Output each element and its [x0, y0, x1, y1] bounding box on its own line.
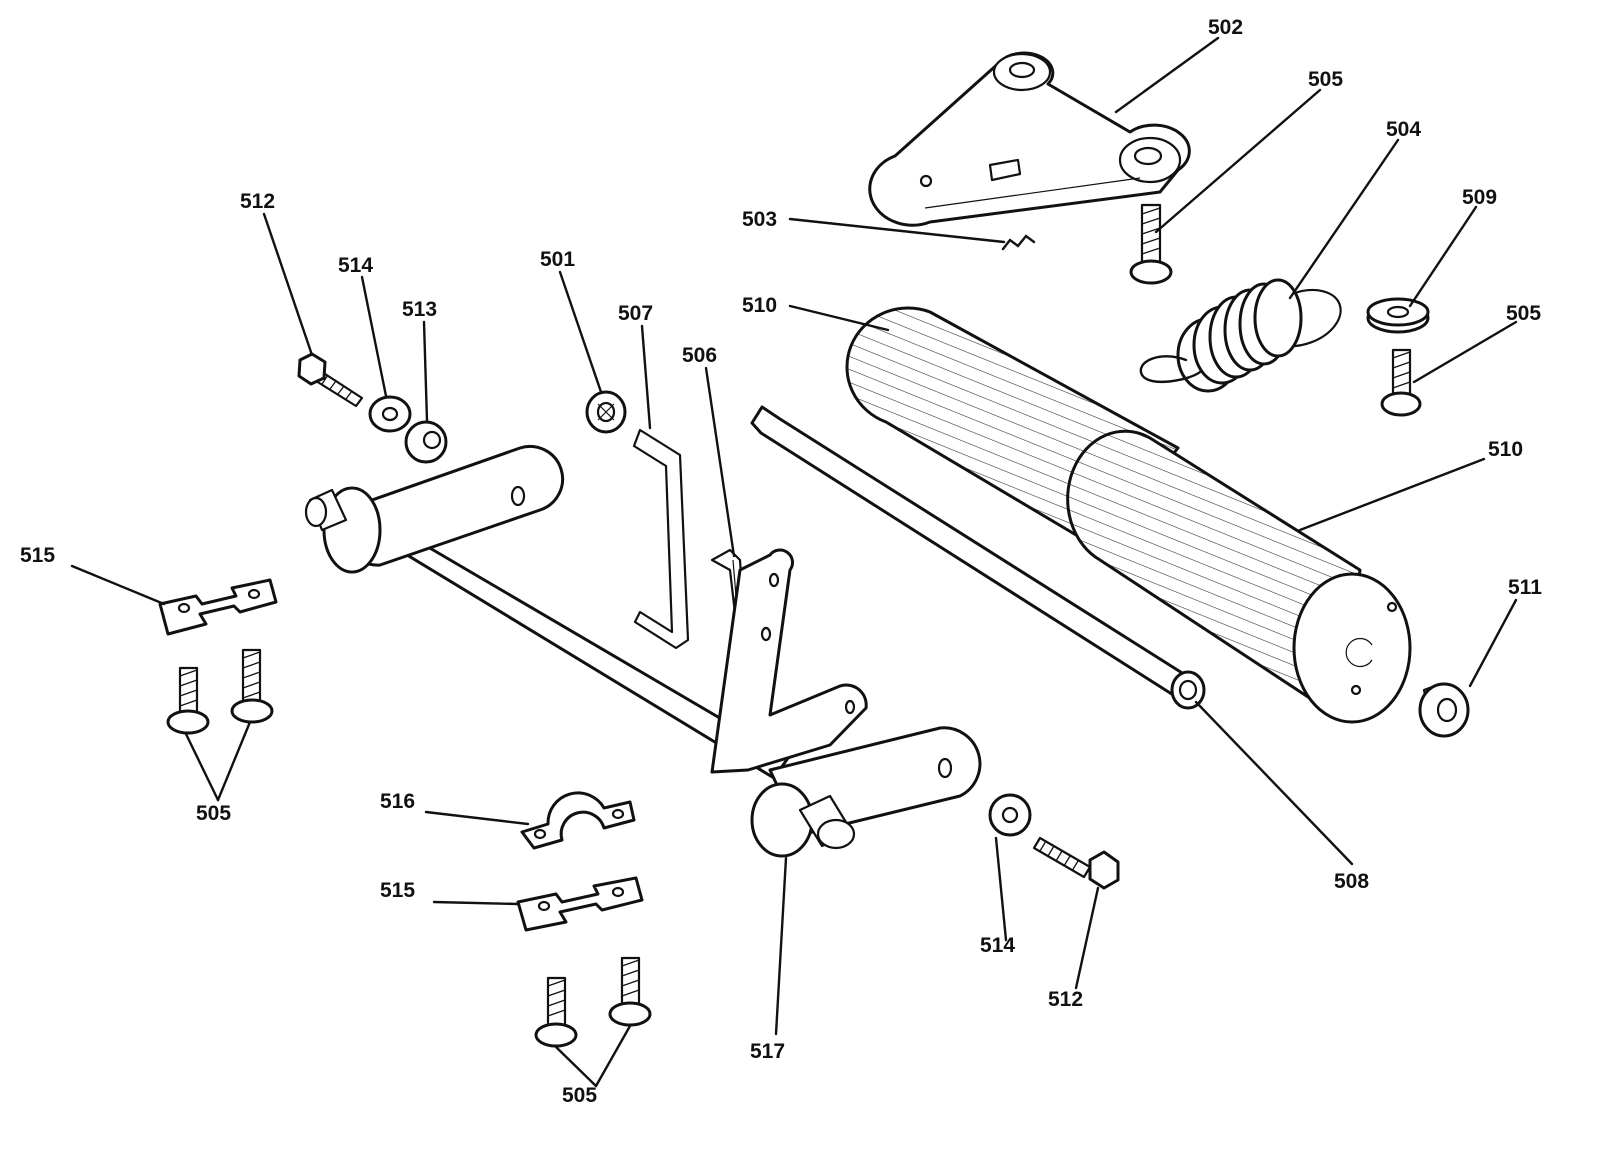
washer-509: [1366, 297, 1430, 334]
screw-505-left-a: [166, 666, 210, 735]
clamp-plate-515-bottom: [516, 876, 644, 932]
label-517: 517: [750, 1040, 785, 1063]
screw-505-right: [1380, 348, 1422, 417]
label-505-top: 505: [1308, 68, 1343, 91]
bush-511: [1418, 682, 1470, 738]
label-508: 508: [1334, 870, 1369, 893]
screw-505-bottom-b: [608, 956, 652, 1027]
nut-501: [585, 390, 627, 434]
label-514-left: 514: [338, 254, 373, 277]
label-514-right: 514: [980, 934, 1015, 957]
label-501: 501: [540, 248, 575, 271]
label-507: 507: [618, 302, 653, 325]
bolt-512-right: [1032, 836, 1120, 890]
label-505-left: 505: [196, 802, 231, 825]
label-516: 516: [380, 790, 415, 813]
label-513: 513: [402, 298, 437, 321]
label-506: 506: [682, 344, 717, 367]
screw-505-left-b: [230, 648, 274, 724]
label-505-right: 505: [1506, 302, 1541, 325]
bolt-512-left: [297, 352, 364, 408]
label-515-left: 515: [20, 544, 55, 567]
label-509: 509: [1462, 186, 1497, 209]
label-505-bottom: 505: [562, 1084, 597, 1107]
label-502: 502: [1208, 16, 1243, 39]
arm-plate-502: [868, 51, 1191, 227]
leader-lines: [70, 36, 1518, 1088]
clamp-516: [520, 791, 636, 850]
spacer-513: [404, 420, 448, 464]
label-510-top: 510: [742, 294, 777, 317]
rod-508: [750, 405, 1206, 710]
screw-505-top: [1129, 203, 1173, 285]
grip-sleeve-510-lower: [1066, 429, 1412, 724]
label-512-left: 512: [240, 190, 275, 213]
label-510-right: 510: [1488, 438, 1523, 461]
clip-503: [1001, 234, 1036, 251]
spring-504: [1139, 278, 1342, 393]
label-504: 504: [1386, 118, 1421, 141]
label-515-bottom: 515: [380, 879, 415, 902]
rod-507: [632, 428, 690, 650]
label-503: 503: [742, 208, 777, 231]
screw-505-bottom-a: [534, 976, 578, 1048]
washer-514-right: [988, 793, 1032, 837]
clamp-plate-515-left: [158, 578, 278, 636]
label-511: 511: [1508, 576, 1542, 599]
part-labels: 502 505 504 509 503 505 510 510 511 508 …: [20, 16, 1542, 1107]
pedal-shaft-assembly: [304, 444, 982, 858]
washer-514-left: [368, 395, 412, 433]
label-512-right: 512: [1048, 988, 1083, 1011]
